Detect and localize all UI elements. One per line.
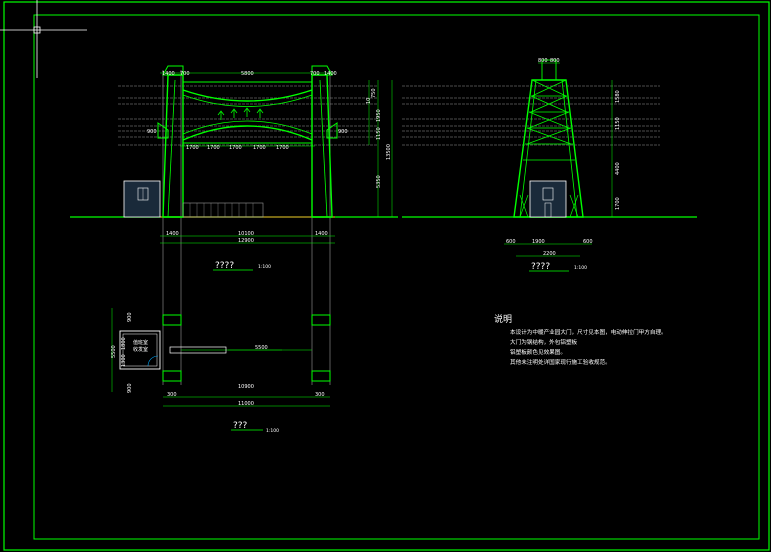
arrow-decoration-icon	[217, 107, 264, 120]
plan-sliding-gate	[169, 346, 227, 354]
plan-left-dim-3: 1300	[121, 354, 127, 367]
plan-right-column	[311, 314, 331, 326]
front-bottom-dim-3: 1400	[315, 231, 328, 237]
side-right-dim-2: 1150	[615, 117, 621, 130]
inner-frame	[33, 14, 760, 540]
plan-center-label: 5500	[255, 345, 268, 351]
front-elevation-bands	[118, 85, 378, 146]
front-top-dim-5: 1400	[324, 71, 337, 77]
front-inner-dim-1: 1700	[186, 145, 199, 151]
front-right-dim-1: 10	[366, 98, 372, 104]
outer-frame	[3, 1, 770, 551]
side-right-dim-1: 1580	[615, 90, 621, 103]
plan-title: ???	[233, 421, 248, 431]
side-top-dim-2: 800	[550, 58, 560, 64]
crosshair-cursor-icon	[0, 0, 87, 78]
right-cantilever	[326, 122, 338, 139]
side-elevation-title: ????	[531, 262, 550, 272]
room-label-1: 值班室	[133, 339, 148, 346]
plan-left-dim-1: 900	[127, 312, 133, 322]
plan-left-dim-2: 1800	[121, 337, 127, 350]
plan-guard-room	[119, 330, 161, 370]
door-swing-icon	[147, 355, 159, 367]
plan-view: 值班室 收发室 900 1800 1300 900 5500 5500 300 …	[111, 308, 331, 434]
top-beam	[182, 89, 313, 102]
guard-booth	[123, 180, 161, 218]
front-top-dim-4: 700	[310, 71, 320, 77]
plan-bottom-dim-1: 300	[167, 392, 177, 398]
design-notes: 说明 本设计为中暖产业园大门，尺寸见本图，电动伸拉门甲方自理。 大门为钢结构，外…	[494, 313, 667, 366]
front-bottom-dim-1: 1400	[166, 231, 179, 237]
front-inner-dim-2: 1700	[207, 145, 220, 151]
room-label-2: 收发室	[133, 346, 148, 353]
front-top-dim-2: 700	[180, 71, 190, 77]
front-right-dim-2: 750	[371, 88, 377, 98]
front-inner-dim-4: 1700	[253, 145, 266, 151]
front-top-dim-3: 5800	[241, 71, 254, 77]
lower-beam	[182, 125, 313, 141]
front-right-side-dim: 900	[338, 129, 348, 135]
front-elevation-scale: 1:100	[258, 264, 271, 270]
plan-bottom-dim-3: 300	[315, 392, 325, 398]
front-right-dim-3: 1950	[376, 109, 382, 122]
plan-left-dim-4: 900	[127, 383, 133, 393]
side-guard-booth	[529, 180, 567, 218]
note-line-1: 本设计为中暖产业园大门，尺寸见本图，电动伸拉门甲方自理。	[510, 328, 667, 336]
plan-scale: 1:100	[266, 428, 279, 434]
front-bottom-dim-2: 10100	[238, 231, 254, 237]
plan-left-column	[162, 314, 182, 326]
front-inner-dim-3: 1700	[229, 145, 242, 151]
side-right-dim-4: 1700	[615, 197, 621, 210]
front-elevation-title: ????	[215, 261, 234, 271]
side-bottom-dim-3: 600	[583, 239, 593, 245]
front-top-dim-1: 1400	[162, 71, 175, 77]
plan-bottom-total: 11000	[238, 401, 254, 407]
front-inner-dim-5: 1700	[276, 145, 289, 151]
left-cantilever	[157, 122, 169, 139]
notes-heading: 说明	[494, 313, 512, 325]
side-top-dim-1: 800	[538, 58, 548, 64]
plan-left-total: 5500	[111, 345, 117, 358]
side-right-dim-3: 4400	[615, 162, 621, 175]
note-line-3: 铝塑板颜色见效果图。	[510, 348, 566, 356]
front-elevation: 1400 700 5800 700 1400 1700 1700 1700 17…	[70, 65, 398, 385]
front-right-lower: 5350	[376, 175, 382, 188]
side-bottom-dim-1: 600	[506, 239, 516, 245]
side-bottom-dim-2: 1900	[532, 239, 545, 245]
note-line-2: 大门为钢结构，外包铝塑板	[510, 338, 578, 346]
side-elevation: 800 800 1580 1150 4400 1700 600 1900 600…	[402, 58, 697, 272]
sliding-gate	[182, 202, 264, 218]
front-axis-lines	[162, 70, 331, 385]
front-right-total: 13500	[386, 144, 392, 160]
side-elevation-scale: 1:100	[574, 265, 587, 271]
front-left-side-dim: 900	[147, 129, 157, 135]
plan-inner-total: 10900	[238, 384, 254, 390]
note-line-4: 其他未注明处详国家现行施工验收规范。	[510, 358, 611, 366]
front-right-dim-4: 1150	[376, 127, 382, 140]
side-bottom-total: 2200	[543, 251, 556, 257]
front-bottom-total: 12900	[238, 238, 254, 244]
